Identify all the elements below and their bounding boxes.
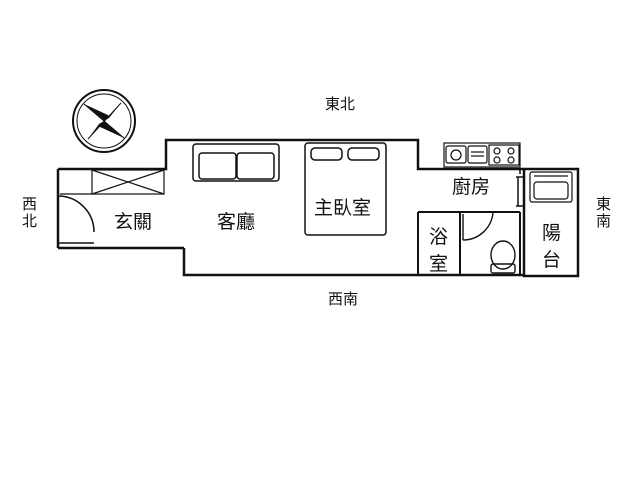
bed	[304, 142, 387, 236]
room-label-master-bedroom: 主臥室	[314, 197, 372, 219]
room-label-bathroom: 浴室	[429, 226, 449, 275]
bathroom-door	[462, 211, 494, 241]
kitchen-counter	[443, 142, 521, 168]
room-label-entrance: 玄關	[114, 211, 153, 233]
compass-icon	[72, 89, 136, 153]
direction-right: 東南	[596, 195, 612, 231]
direction-top: 東北	[325, 95, 356, 113]
room-label-kitchen: 廚房	[452, 176, 491, 198]
room-label-balcony: 陽台	[542, 222, 562, 271]
toilet	[490, 240, 516, 274]
bathroom-walls	[417, 211, 521, 275]
washing-machine	[529, 171, 573, 203]
outer-walls	[56, 138, 580, 278]
sofa	[192, 143, 280, 182]
balcony-door	[516, 169, 524, 207]
shoe-cabinet	[60, 169, 165, 195]
direction-left: 西北	[22, 195, 38, 231]
entrance-door	[57, 195, 95, 244]
room-label-living-room: 客廳	[217, 211, 256, 233]
direction-bottom: 西南	[328, 290, 359, 308]
